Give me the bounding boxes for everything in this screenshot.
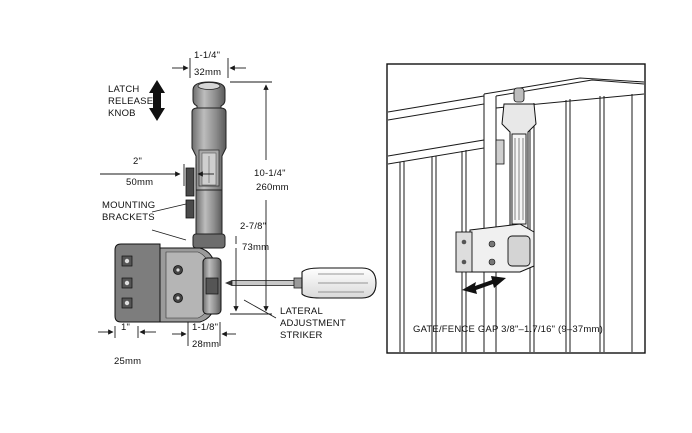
striker-height-mm: 73mm: [242, 242, 269, 253]
striker-height-frac: 2-7/8": [240, 221, 266, 232]
gap-caption: GATE/FENCE GAP 3/8"–1.7/16" (9–37mm): [413, 324, 603, 335]
gate-fence-illustration: [387, 77, 645, 352]
offset-frac: 2": [133, 156, 142, 167]
dimension-bottom-left: [98, 326, 156, 338]
bottom-left-frac: 1": [121, 322, 130, 333]
latch-body: [191, 107, 227, 249]
bottom-mid-frac: 1-1/8": [192, 322, 218, 333]
width-top-frac: 1-1/4": [194, 50, 220, 61]
latch-label-line1: LATCH: [108, 84, 139, 95]
mount-label-line1: MOUNTING: [102, 200, 155, 211]
striker-assembly: [114, 243, 222, 323]
mounting-bracket: [185, 167, 195, 219]
bottom-left-mm: 25mm: [114, 356, 141, 367]
screwdriver: [225, 267, 377, 299]
latch-label-line3: KNOB: [108, 108, 136, 119]
installed-latch: [455, 87, 537, 273]
installation-panel: GATE/FENCE GAP 3/8"–1.7/16" (9–37mm): [386, 63, 646, 354]
lateral-label-line1: LATERAL: [280, 306, 323, 317]
mount-label-line2: BRACKETS: [102, 212, 155, 223]
double-arrow-icon: [462, 276, 506, 294]
latch-technical-drawing: LATCH RELEASE KNOB 1-1/4" 32mm 2" 50mm 1…: [98, 50, 377, 367]
height-frac: 10-1/4": [254, 168, 286, 179]
latch-release-knob: [192, 81, 226, 111]
dimension-offset: [100, 164, 214, 186]
up-down-arrow-icon: [149, 80, 165, 121]
dimension-height: [230, 81, 272, 315]
lateral-label-line2: ADJUSTMENT: [280, 318, 346, 329]
dimension-top-width: [172, 58, 246, 78]
dimension-bottom-mid: [172, 322, 236, 346]
offset-mm: 50mm: [126, 177, 153, 188]
height-mm: 260mm: [256, 182, 289, 193]
latch-label-line2: RELEASE: [108, 96, 153, 107]
bottom-mid-mm: 28mm: [192, 339, 219, 350]
lateral-label-line3: STRIKER: [280, 330, 323, 341]
leader-lines: [151, 203, 277, 319]
width-top-mm: 32mm: [194, 67, 221, 78]
